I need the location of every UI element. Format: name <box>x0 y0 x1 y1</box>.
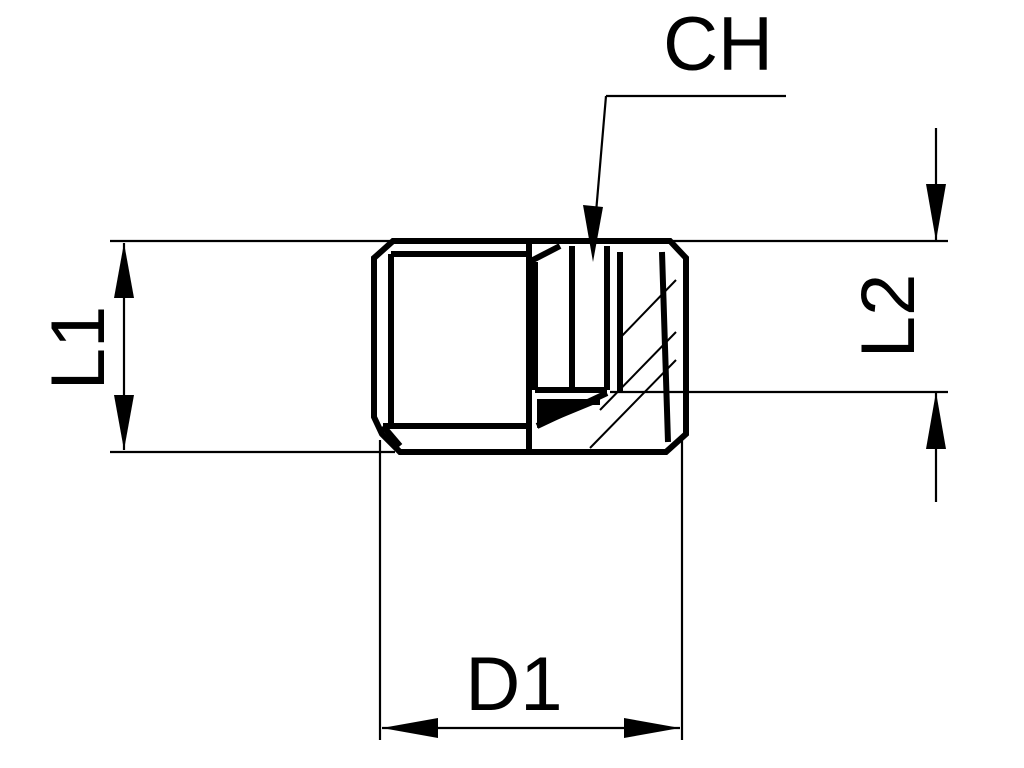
arrowhead-l1-top <box>114 243 134 298</box>
hatch-line <box>617 279 677 341</box>
arrowhead-l2-top <box>926 184 946 241</box>
dimension-d1: D1 <box>382 642 680 738</box>
part-outline <box>371 238 689 455</box>
socket-slant-top <box>527 243 562 265</box>
label-l2: L2 <box>846 274 931 359</box>
label-d1: D1 <box>465 642 562 727</box>
right-inner-edge <box>659 251 671 443</box>
dimension-l1: L1 <box>36 243 134 450</box>
dimension-l2: L2 <box>846 128 946 502</box>
inner-bottom-chamfer <box>380 424 403 448</box>
socket-cone-fill <box>537 402 600 428</box>
leader-ch: CH <box>583 2 786 262</box>
arrowhead-ch <box>583 205 603 262</box>
arrowhead-d1-right <box>624 718 680 738</box>
hatch-line <box>589 359 677 449</box>
arrowhead-l2-bottom <box>926 392 946 449</box>
part-body <box>371 238 689 455</box>
label-l1: L1 <box>36 306 121 391</box>
arrowhead-d1-left <box>382 718 438 738</box>
arrowhead-l1-bottom <box>114 395 134 450</box>
label-ch: CH <box>663 2 773 87</box>
